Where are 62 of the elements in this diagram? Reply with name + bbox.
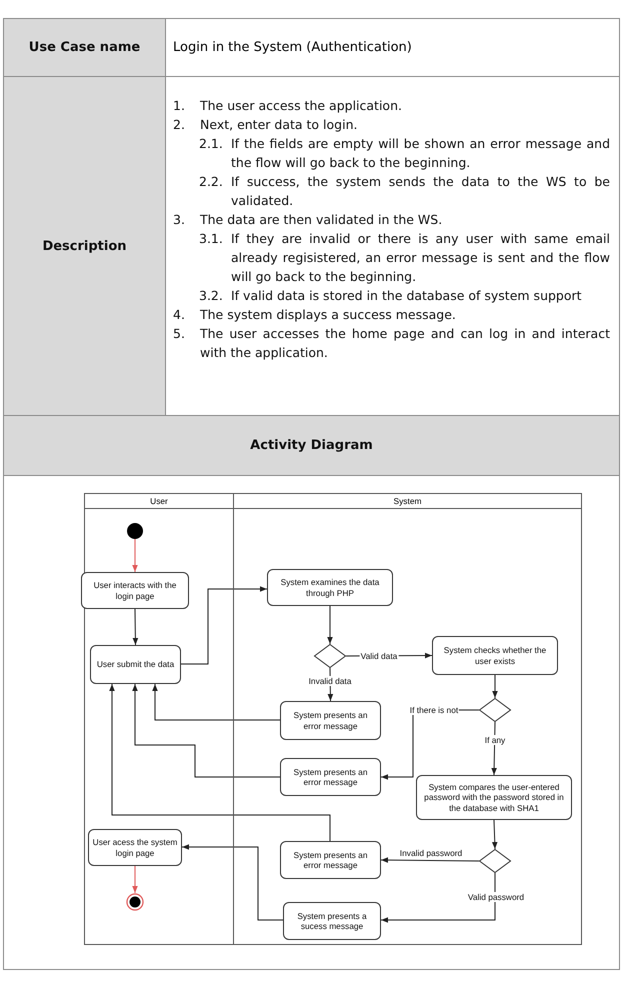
arrow bbox=[132, 538, 138, 572]
swimlane bbox=[84, 493, 234, 945]
list-item: 2. Next, enter data to login. bbox=[172, 116, 358, 134]
decision-diamond bbox=[479, 849, 511, 873]
lane-title: User bbox=[85, 494, 233, 509]
arrow bbox=[380, 872, 496, 923]
activity-label: User submit the data bbox=[96, 659, 174, 670]
arrow bbox=[180, 586, 268, 664]
arrow bbox=[109, 684, 330, 842]
edge-label: Invalid password bbox=[398, 848, 464, 858]
edge-label: Valid data bbox=[360, 651, 398, 661]
edge-label: If there is not bbox=[408, 705, 460, 715]
activity-label: System presents an error message bbox=[292, 710, 368, 731]
activity-box bbox=[267, 569, 393, 606]
arrow bbox=[380, 857, 480, 863]
arrow bbox=[327, 606, 333, 644]
header-cell: Activity Diagram bbox=[3, 415, 620, 476]
activity-label: User interacts with the login page bbox=[92, 580, 178, 601]
lane-title: System bbox=[234, 494, 581, 509]
activity-label: System presents an error message bbox=[292, 766, 368, 788]
activity-box bbox=[280, 701, 381, 740]
edge-label: Invalid data bbox=[308, 676, 352, 686]
activity-label: System presents an error message bbox=[292, 850, 368, 870]
list-item: 5. The user accesses the home page and can log in and interact with the application. bbox=[172, 325, 610, 362]
arrow bbox=[182, 844, 284, 920]
decision-diamond bbox=[479, 698, 511, 722]
arrow bbox=[492, 820, 498, 850]
activity-label: User acess the system login page bbox=[92, 837, 178, 858]
arrow bbox=[491, 722, 497, 776]
arrow bbox=[132, 608, 138, 646]
list-item: 2.2. If success, the system sends the data to the WS to be validated. bbox=[198, 173, 610, 210]
activity-label: System examines the data through PHP bbox=[280, 577, 380, 598]
list-item: 1. The user access the application. bbox=[172, 97, 403, 115]
activity-label: System compares the user-entered password with the password stored in the database with SHA1 bbox=[423, 782, 565, 813]
activity-box bbox=[283, 902, 381, 940]
activity-box bbox=[81, 572, 189, 609]
decision-diamond bbox=[314, 644, 346, 668]
end-node bbox=[126, 893, 144, 911]
swimlane bbox=[233, 493, 582, 945]
arrow bbox=[492, 674, 498, 698]
activity-box bbox=[280, 841, 381, 879]
activity-box bbox=[416, 775, 572, 820]
activity-box bbox=[432, 636, 558, 675]
arrow bbox=[132, 866, 138, 894]
activity-box bbox=[90, 645, 181, 684]
arrow bbox=[132, 684, 280, 778]
edge-label: Valid password bbox=[466, 892, 526, 902]
header-cell: Description bbox=[3, 76, 166, 416]
list-item: 3.1. If they are invalid or there is any user with same email already regisistered, an error message is sent and the flow will go back to the beginning. bbox=[198, 230, 610, 286]
list-item: 3. The data are then validated in the WS. bbox=[172, 211, 444, 229]
list-item: 2.1. If the fields are empty will be shown an error message and the flow will go back to the beginning. bbox=[198, 135, 610, 172]
arrow bbox=[152, 684, 280, 720]
edge-label: If any bbox=[484, 735, 506, 745]
start-node bbox=[127, 523, 143, 539]
header-cell: Use Case name bbox=[3, 18, 166, 77]
activity-box bbox=[280, 758, 381, 796]
activity-label: System checks whether the user exists bbox=[442, 645, 548, 666]
activity-label: System presents a sucess message bbox=[296, 910, 368, 932]
activity-box bbox=[88, 829, 182, 866]
list-item: 4. The system displays a success message. bbox=[172, 306, 457, 324]
table-cell: Login in the System (Authentication) bbox=[165, 18, 620, 77]
list-item: 3.2. If valid data is stored in the database of system support bbox=[198, 287, 583, 305]
